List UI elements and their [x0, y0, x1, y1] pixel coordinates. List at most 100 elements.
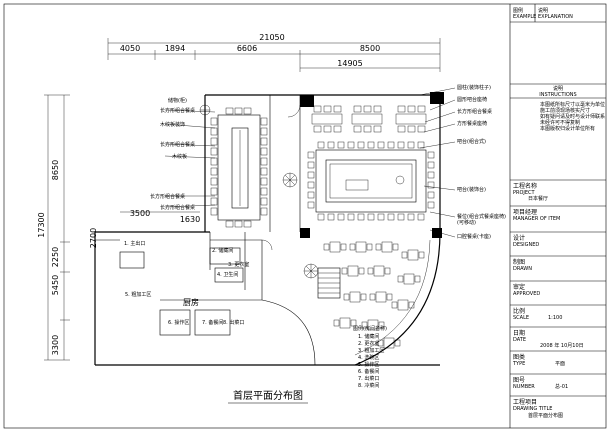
bar-chair — [417, 213, 425, 221]
tb-number-en: NUMBER — [513, 384, 535, 390]
legend-title: 图例(房间名称) — [353, 325, 387, 332]
note-r3: 长方形组合餐桌 — [457, 108, 492, 115]
banquet-chair — [210, 167, 218, 176]
title-block: 图例 EXAMPLE 说明 EXPLANATION 说明 INSTRUCTION… — [510, 4, 606, 419]
banquet-chair — [210, 187, 218, 196]
left-dimensions: 17300 8650 2250 5450 3300 2700 3500 1630 — [37, 94, 200, 361]
dining-chair — [394, 339, 401, 347]
dim-5: 14905 — [337, 59, 362, 68]
tb-drawn-en: DRAWN — [513, 266, 532, 272]
dining-table — [339, 317, 351, 329]
note-r5: 吧台(组合式) — [457, 138, 486, 145]
dining-chair — [369, 293, 376, 301]
tb-instructions-en: INSTRUCTIONS — [539, 92, 576, 98]
bar-chair — [307, 181, 315, 189]
sheet-border — [3, 3, 607, 429]
dining-table — [349, 291, 361, 303]
dining-table — [403, 273, 415, 285]
tb-title-value: 首层平面分布图 — [528, 412, 563, 419]
tb-project-value: 日本餐厅 — [528, 195, 548, 202]
bar-chair — [337, 141, 345, 149]
banquet-chair — [243, 107, 252, 115]
tb-inst-line-1: 本图纸所标尺寸以毫米为单位 — [540, 101, 605, 108]
dining-table — [355, 241, 367, 253]
top-table — [395, 113, 427, 125]
tb-scale-value: 1:100 — [548, 315, 562, 321]
bar-chair — [307, 191, 315, 199]
bar-chair — [327, 141, 335, 149]
dining-chair — [414, 275, 421, 283]
top-table-chair — [323, 125, 332, 133]
building-walls — [94, 94, 441, 366]
top-table-chair — [373, 105, 382, 113]
dining-table — [347, 265, 359, 277]
note-l1: 储物(柜) — [168, 97, 187, 104]
top-table-chair — [353, 125, 362, 133]
lower-dining-tables — [323, 241, 425, 349]
tb-drawn-cn: 制图 — [513, 258, 525, 266]
dining-chair — [323, 243, 330, 251]
drawing-caption: 首层平面分布图 — [233, 389, 303, 402]
top-table-chair — [397, 105, 406, 113]
dim-4: 8500 — [360, 44, 380, 53]
dim-3: 6606 — [237, 44, 257, 53]
bar-chair — [397, 141, 405, 149]
dim-h1: 8650 — [51, 160, 60, 180]
dining-chair — [377, 339, 384, 347]
tb-inst-line-2: 施工前须现场核实尺寸 — [540, 107, 590, 114]
bar-chair — [427, 161, 435, 169]
banquet-chair — [243, 220, 252, 228]
dining-chair — [333, 319, 340, 327]
bar-chairs — [307, 141, 435, 221]
door-swings — [261, 104, 301, 251]
dining-chair — [384, 267, 391, 275]
dining-chair — [401, 251, 408, 259]
dining-chair — [350, 319, 357, 327]
banquet-chair — [210, 117, 218, 126]
banquet-chair — [210, 177, 218, 186]
top-table-chair — [333, 125, 342, 133]
dining-chair — [341, 267, 348, 275]
bar-chair — [367, 141, 375, 149]
note-l7: 长方形组合餐桌 — [160, 204, 195, 211]
banquet-chair — [210, 127, 218, 136]
dining-table — [407, 249, 419, 261]
tb-type-en: TYPE — [512, 361, 525, 367]
bar-chair — [307, 171, 315, 179]
bar-chair — [407, 141, 415, 149]
dining-chair — [358, 267, 365, 275]
staircase — [317, 267, 341, 299]
banquet-chair — [260, 137, 268, 146]
bar-chair — [397, 213, 405, 221]
dining-chair — [367, 267, 374, 275]
bar-chair — [307, 161, 315, 169]
top-table-chair — [363, 125, 372, 133]
dining-chair — [360, 293, 367, 301]
dining-chair — [397, 275, 404, 283]
banquet-chair — [210, 207, 218, 216]
bar-chair — [347, 213, 355, 221]
tb-manager-cn: 项目经理 — [513, 208, 537, 216]
tb-example-en: EXAMPLE — [513, 14, 536, 20]
tb-type-cn: 图类 — [513, 353, 525, 361]
tb-date-cn: 日期 — [513, 329, 525, 337]
top-table-chair — [313, 125, 322, 133]
dining-chair — [349, 243, 356, 251]
top-table-chair — [417, 105, 426, 113]
bar-chair — [357, 141, 365, 149]
banquet-chair — [234, 220, 243, 228]
bar-chair — [417, 141, 425, 149]
tb-date-value: 2008 年 10月10日 — [540, 342, 584, 349]
note-l5: 木纹板 — [172, 153, 187, 160]
top-table-chair — [407, 125, 416, 133]
tb-check-en: APPROVED — [513, 291, 540, 297]
dining-table — [375, 291, 387, 303]
bar-chair — [337, 213, 345, 221]
dim-h3: 5450 — [51, 275, 60, 295]
dining-chair — [343, 293, 350, 301]
dim-total-height: 17300 — [37, 212, 46, 237]
room-label-8: 8. 出菜口 — [223, 319, 244, 326]
top-table-chair — [323, 105, 332, 113]
